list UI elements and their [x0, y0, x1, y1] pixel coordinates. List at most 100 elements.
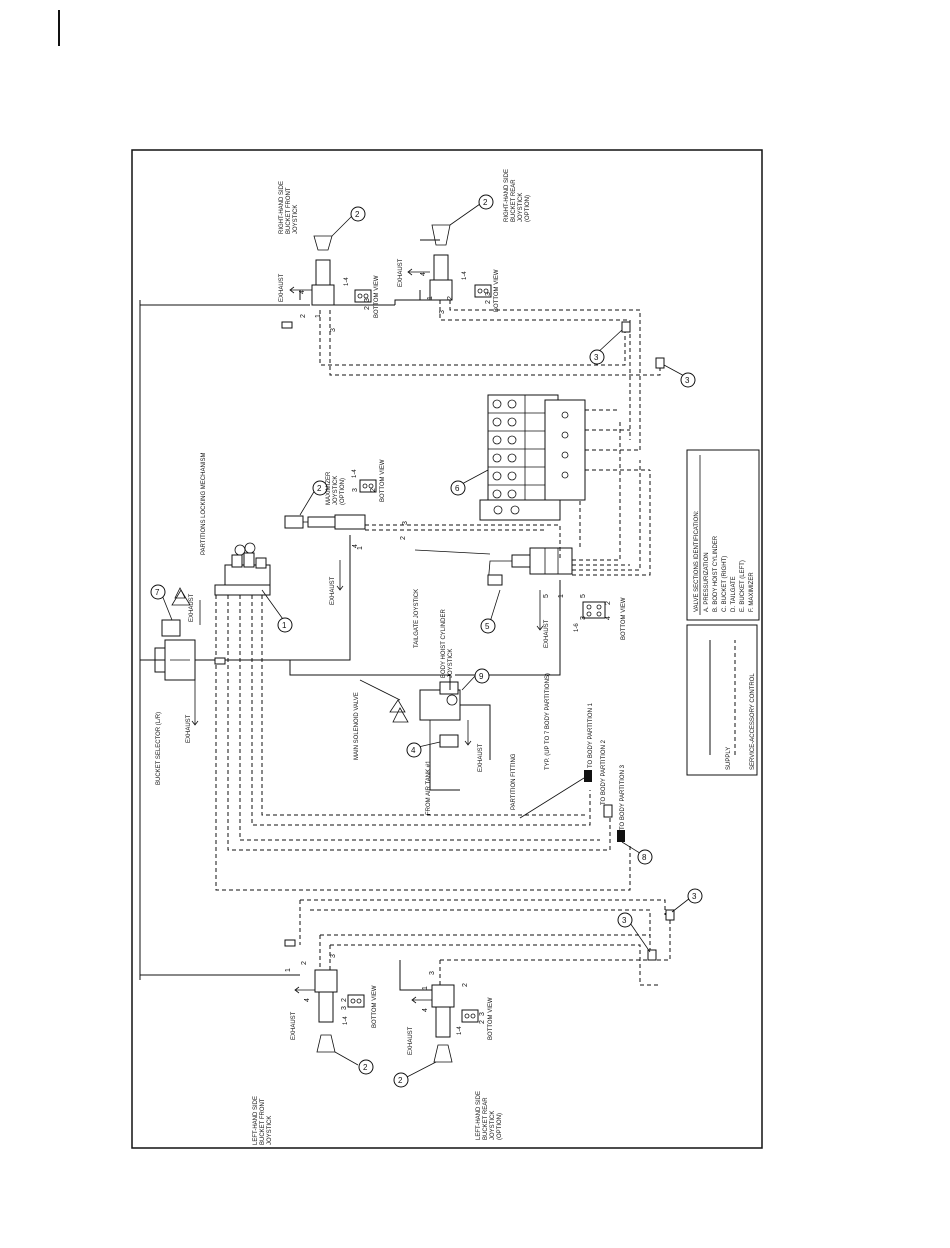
bottom-view-label: BOTTOM VIEW — [494, 269, 500, 312]
range-label: 1-6 — [574, 623, 580, 632]
supply-lines — [139, 239, 561, 991]
svg-text:7: 7 — [155, 588, 160, 597]
to-partition-3-label: TO BODY PARTITION 3 — [620, 764, 626, 830]
to-partition-2-label: TO BODY PARTITION 2 — [601, 739, 607, 805]
valve-sections-legend: VALVE SECTIONS IDENTIFICATION: A. PRESSU… — [686, 449, 760, 621]
svg-text:4: 4 — [411, 746, 416, 755]
legend-supply: SUPPLY — [726, 747, 732, 770]
legend-service: SERVICE-ACCESSORY CONTROL — [750, 673, 756, 770]
bottom-view-label: BOTTOM VIEW — [621, 597, 627, 640]
valve-section-f: F. MAXIMIZER — [749, 572, 755, 612]
svg-text:3: 3 — [402, 521, 409, 525]
valve-bank — [479, 394, 586, 521]
callout-2-rh-rear: 2 — [478, 194, 494, 210]
component-labels: RIGHT-HAND SIDE BUCKET FRONT JOYSTICK RI… — [156, 169, 626, 1145]
partitions-locking-label: PARTITIONS LOCKING MECHANISM — [201, 453, 207, 555]
callout-bubbles: 2 2 2 3 3 6 7 1 5 9 4 8 3 3 2 2 — [150, 194, 703, 1088]
svg-text:4: 4 — [352, 544, 359, 548]
svg-text:1: 1 — [558, 594, 565, 598]
svg-text:1: 1 — [285, 968, 292, 972]
fittings — [214, 321, 675, 961]
port-views — [347, 284, 606, 1023]
callout-8-partition: 8 — [637, 849, 653, 865]
svg-text:1: 1 — [282, 621, 287, 630]
svg-text:3: 3 — [439, 310, 446, 314]
svg-text:3: 3 — [429, 971, 436, 975]
valve-section-c: C. BUCKET (RIGHT) — [722, 556, 728, 612]
rh-rear-label-2: BUCKET REAR — [511, 179, 517, 222]
range-label: 1-4 — [462, 271, 468, 280]
callout-1-locking: 1 — [277, 617, 293, 633]
leader-lines — [161, 203, 691, 1079]
exhaust-label: EXHAUST — [279, 273, 285, 302]
svg-text:3: 3 — [622, 916, 627, 925]
rh-rear-joystick — [429, 224, 453, 301]
range-label: 1-4 — [352, 469, 358, 478]
svg-text:3: 3 — [364, 298, 371, 302]
exhaust-label: EXHAUST — [330, 576, 336, 605]
exhaust-label: EXHAUST — [408, 1026, 414, 1055]
svg-text:5: 5 — [543, 594, 550, 598]
maximizer-label-2: JOYSTICK — [333, 476, 339, 505]
body-hoist-label-2: JOYSTICK — [448, 649, 454, 678]
svg-text:4: 4 — [422, 1008, 429, 1012]
bottom-view-label: BOTTOM VIEW — [488, 997, 494, 1040]
svg-text:3: 3 — [330, 328, 337, 332]
callout-3-d: 3 — [687, 888, 703, 904]
rh-front-label-3: JOYSTICK — [293, 205, 299, 234]
svg-text:3: 3 — [685, 376, 690, 385]
lh-rear-label-3: JOYSTICK — [490, 1111, 496, 1140]
svg-text:2: 2 — [370, 488, 377, 492]
svg-text:3: 3 — [580, 616, 587, 620]
svg-text:3: 3 — [330, 954, 337, 958]
callout-2-lh-rear: 2 — [393, 1072, 409, 1088]
maximizer-joystick — [284, 514, 366, 530]
body-hoist-label-1: BODY HOIST CYLINDER — [441, 609, 447, 678]
svg-text:9: 9 — [479, 672, 484, 681]
exhaust-label: EXHAUST — [186, 714, 192, 743]
svg-text:8: 8 — [642, 853, 647, 862]
rh-rear-label-3: JOYSTICK — [518, 193, 524, 222]
callout-6-valve-bank: 6 — [450, 480, 466, 496]
svg-text:3: 3 — [341, 1006, 348, 1010]
port-numbers: 4 2 1 3 2 3 4 1 3 2 2 3 4 3 2 2 3 1 5 1 … — [285, 272, 612, 1024]
lh-front-label-2: BUCKET FRONT — [260, 1098, 266, 1145]
callout-2-maximizer: 2 — [312, 480, 328, 496]
range-label: 1-4 — [343, 1016, 349, 1025]
rh-front-joystick — [311, 235, 335, 306]
bucket-selector-valve — [154, 587, 196, 681]
bucket-selector-label: BUCKET SELECTOR (L/R) — [156, 712, 162, 785]
rh-rear-label-1: RIGHT-HAND SIDE — [504, 169, 510, 222]
svg-text:4: 4 — [304, 998, 311, 1002]
svg-text:2: 2 — [301, 961, 308, 965]
bottom-view-label: BOTTOM VIEW — [372, 985, 378, 1028]
svg-text:5: 5 — [485, 622, 490, 631]
lh-rear-label-1: LEFT-HAND SIDE — [476, 1091, 482, 1140]
rh-rear-label-4: (OPTION) — [525, 195, 531, 222]
lh-rear-label-4: (OPTION) — [497, 1113, 503, 1140]
maximizer-label-3: (OPTION) — [340, 478, 346, 505]
svg-text:1: 1 — [315, 314, 322, 318]
svg-text:2: 2 — [398, 1076, 403, 1085]
svg-text:2: 2 — [317, 484, 322, 493]
range-label: 1-4 — [344, 277, 350, 286]
service-lines — [215, 300, 671, 986]
valve-sections-title: VALVE SECTIONS IDENTIFICATION: — [694, 510, 700, 612]
svg-text:2: 2 — [300, 314, 307, 318]
svg-text:2: 2 — [355, 210, 360, 219]
svg-text:2: 2 — [479, 1020, 486, 1024]
svg-text:6: 6 — [455, 484, 460, 493]
svg-text:2: 2 — [483, 198, 488, 207]
callout-3-a: 3 — [589, 349, 605, 365]
body-hoist-joystick — [487, 547, 573, 586]
bottom-view-labels: BOTTOM VIEW BOTTOM VIEW BOTTOM VIEW BOTT… — [343, 269, 627, 1040]
svg-text:2: 2 — [447, 296, 454, 300]
svg-text:4: 4 — [420, 272, 427, 276]
callout-2-lh-front: 2 — [358, 1059, 374, 1075]
exhaust-labels: EXHAUST EXHAUST EXHAUST EXHAUST EXHAUST … — [186, 258, 550, 1055]
partition-fitting-label: PARTITION FITTING — [511, 753, 517, 810]
rh-front-label-1: RIGHT-HAND SIDE — [279, 181, 285, 234]
main-solenoid-valve — [389, 681, 461, 748]
to-partition-1-label: TO BODY PARTITION 1 — [588, 702, 594, 768]
